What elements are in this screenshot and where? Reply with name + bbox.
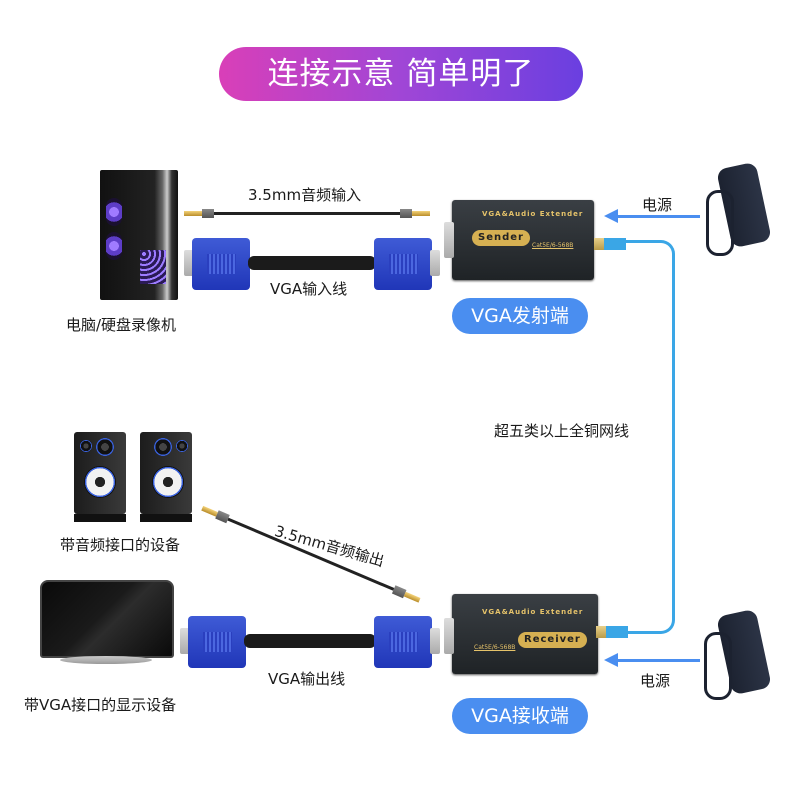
- sender-rj45-plug: [594, 238, 606, 250]
- receiver-pill: VGA接收端: [452, 698, 588, 734]
- sender-box-cat: Cat5E/6-568B: [532, 242, 574, 249]
- sender-vga-cable-label: VGA输入线: [270, 280, 348, 298]
- sender-extender-box: VGA&Audio Extender Sender Cat5E/6-568B: [452, 200, 594, 280]
- receiver-power-arrow-icon: [604, 653, 618, 667]
- receiver-box-model: VGA&Audio Extender: [482, 608, 584, 616]
- display-device-image: [40, 580, 174, 658]
- pc-fan-icon: [106, 232, 122, 260]
- receiver-vga-cable-label: VGA输出线: [268, 670, 346, 688]
- speaker-woofer-icon: [84, 466, 116, 498]
- pc-tower-image: [100, 170, 178, 300]
- speaker-woofer-icon: [152, 466, 184, 498]
- sender-box-tag: Sender: [472, 230, 530, 246]
- sender-audio-cable: [184, 208, 434, 220]
- sender-pill: VGA发射端: [452, 298, 588, 334]
- sender-vga-cable: [184, 236, 446, 292]
- speakers-image: [74, 432, 200, 524]
- receiver-box-tag: Receiver: [518, 632, 587, 648]
- receiver-rj45-plug: [596, 626, 608, 638]
- network-cable-label: 超五类以上全铜网线: [494, 422, 630, 440]
- pc-fan-icon: [106, 198, 122, 226]
- sender-power-label: 电源: [642, 196, 673, 214]
- receiver-power-label: 电源: [640, 672, 671, 690]
- sender-audio-cable-label: 3.5mm音频输入: [248, 186, 362, 204]
- pc-device-label: 电脑/硬盘录像机: [66, 316, 177, 334]
- receiver-box-cat: Cat5E/6-568B: [474, 644, 516, 651]
- network-cable: [620, 240, 675, 634]
- speaker-device-label: 带音频接口的设备: [60, 536, 181, 554]
- title-banner: 连接示意 简单明了: [219, 47, 583, 101]
- sender-power-arrow-icon: [604, 209, 618, 223]
- sender-box-model: VGA&Audio Extender: [482, 210, 584, 218]
- receiver-extender-box: VGA&Audio Extender Cat5E/6-568B Receiver: [452, 594, 598, 674]
- display-device-label: 带VGA接口的显示设备: [24, 696, 177, 714]
- receiver-audio-cable: [200, 504, 425, 607]
- receiver-vga-cable: [180, 614, 446, 670]
